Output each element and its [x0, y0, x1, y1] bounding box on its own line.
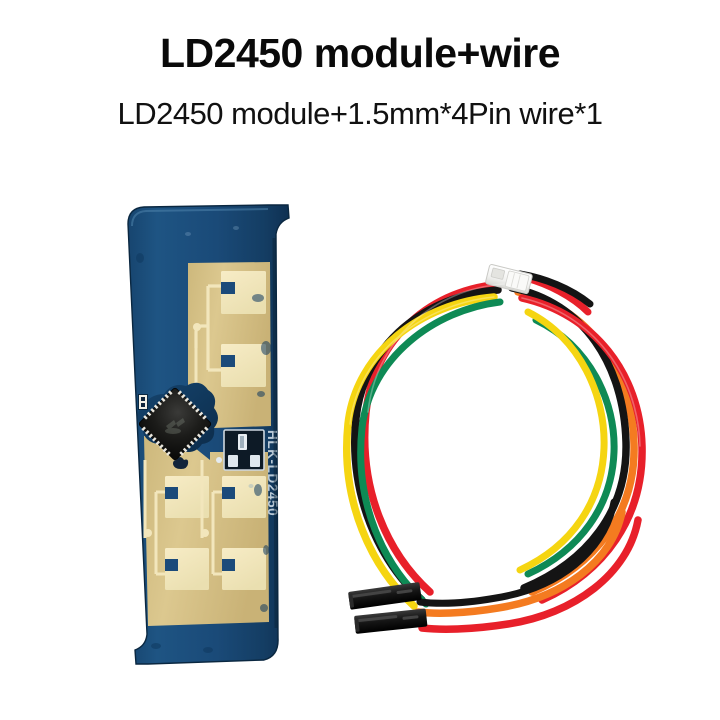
wire-strand-yellow-inner [516, 308, 608, 574]
jst-connector [485, 264, 533, 295]
product-variant-subtitle: LD2450 module+1.5mm*4Pin wire*1 [117, 96, 603, 131]
qfn-chip [138, 387, 212, 461]
wire-strand-black-lower [416, 498, 618, 607]
wire-strand-green-left [357, 298, 504, 608]
wire-harness-image [322, 262, 672, 652]
wire-strand-red-lower [418, 516, 642, 633]
board-connector [216, 429, 265, 471]
dupont-housing-lower [354, 608, 428, 634]
page-title: LD2450 module+wire [159, 30, 561, 76]
test-pads [138, 394, 148, 410]
upper-antenna-array [188, 262, 271, 428]
wire-strand-yellow-left [343, 293, 498, 610]
dupont-housing-upper [348, 582, 422, 610]
ld2450-module-image: HLK-LD2450 [118, 198, 304, 674]
wire-strand-orange-lower [414, 508, 626, 617]
